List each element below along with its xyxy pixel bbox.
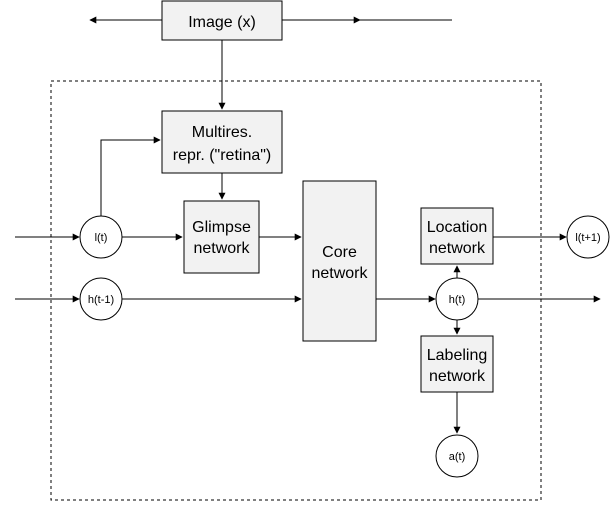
node-at-label: a(t) — [449, 451, 466, 463]
node-lt: l(t) — [79, 215, 123, 259]
labeling-box-label-line1: Labeling — [427, 347, 488, 364]
node-lnext-label: l(t+1) — [575, 232, 600, 244]
glimpse-box-label-line1: Glimpse — [192, 219, 251, 236]
glimpse-box: Glimpse network — [183, 200, 260, 274]
location-box: Location network — [420, 207, 494, 265]
node-lt-label: l(t) — [95, 232, 108, 244]
edge-lt-to-multires — [100, 136, 161, 216]
core-box: Core network — [302, 180, 377, 342]
glimpse-box-label-line2: network — [193, 240, 250, 257]
location-box-label-line2: network — [429, 240, 486, 257]
core-box-label-line1: Core — [322, 244, 357, 261]
labeling-box: Labeling network — [420, 335, 494, 393]
image-box-label: Image (x) — [188, 14, 256, 31]
node-hprev: h(t-1) — [79, 277, 123, 321]
node-hprev-label: h(t-1) — [88, 294, 114, 306]
location-box-label-line1: Location — [427, 219, 488, 236]
node-ht: h(t) — [435, 277, 479, 321]
node-ht-label: h(t) — [449, 294, 466, 306]
node-at: a(t) — [435, 434, 479, 478]
node-lnext: l(t+1) — [566, 215, 610, 259]
multires-box-label-line2: repr. ("retina") — [173, 147, 272, 164]
multires-box-label-line1: Multires. — [192, 124, 252, 141]
multires-box: Multires. repr. ("retina") — [161, 110, 283, 174]
image-box: Image (x) — [161, 0, 283, 41]
core-box-label-line2: network — [311, 265, 368, 282]
labeling-box-label-line2: network — [429, 368, 486, 385]
model-boundary-frame — [50, 80, 542, 501]
